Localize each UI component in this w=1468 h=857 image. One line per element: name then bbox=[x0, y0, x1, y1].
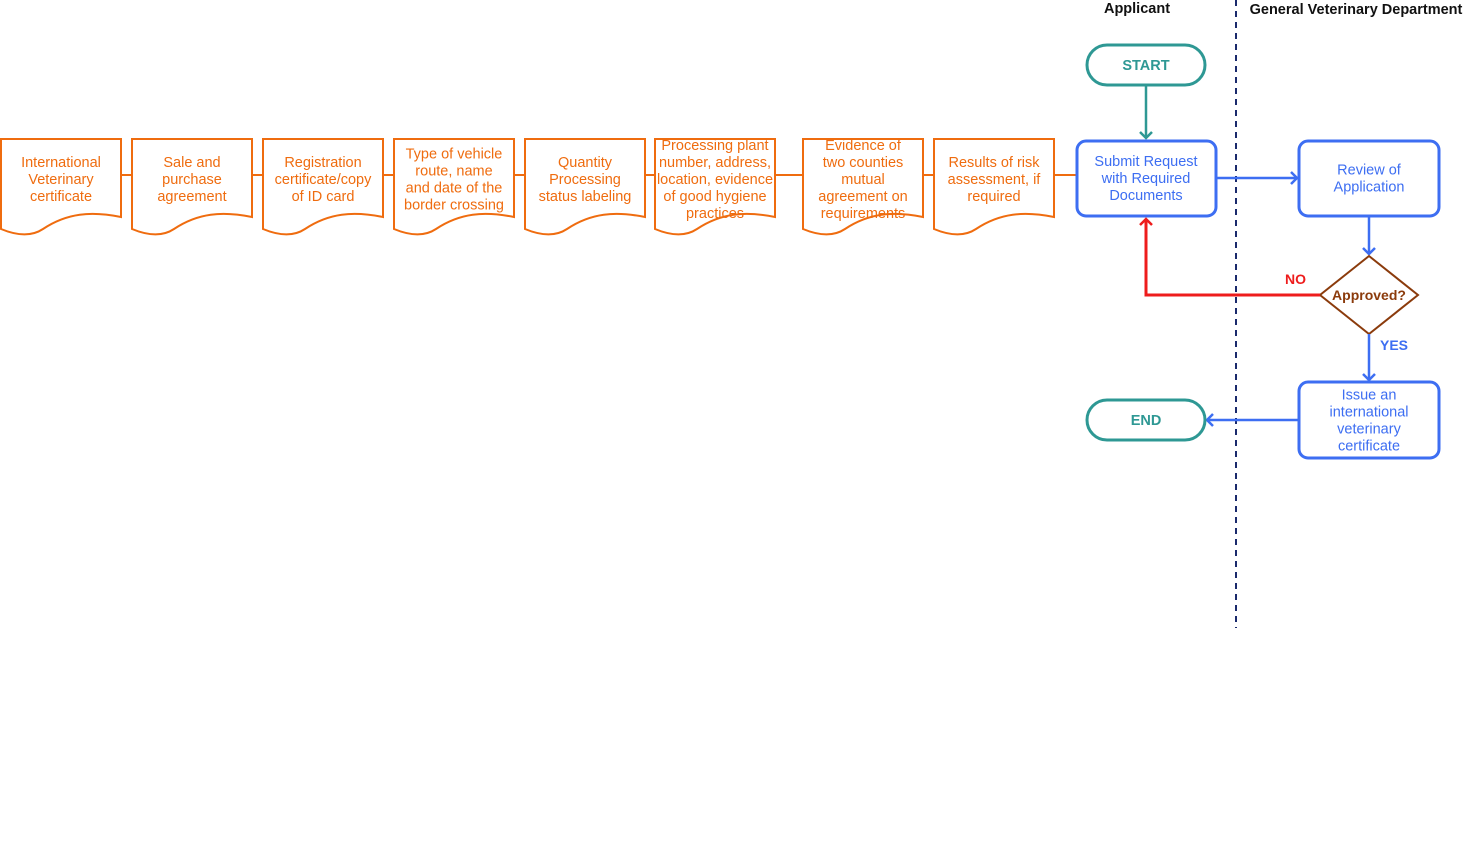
text-line: agreement on bbox=[818, 189, 907, 205]
document-outline bbox=[933, 138, 1055, 236]
text-line: Processing plant bbox=[661, 138, 768, 154]
document-outline bbox=[393, 138, 515, 236]
text-line: two counties bbox=[823, 155, 904, 171]
text-line: certificate bbox=[30, 189, 92, 205]
end-terminal[interactable]: END bbox=[1085, 398, 1207, 442]
text-line: Processing bbox=[549, 172, 621, 188]
no-label: NO bbox=[1285, 271, 1306, 287]
text-line: agreement bbox=[157, 189, 226, 205]
text-line: Veterinary bbox=[28, 172, 94, 188]
text-line: required bbox=[967, 189, 1020, 205]
text-line: Documents bbox=[1109, 188, 1182, 204]
text-line: international bbox=[1330, 405, 1409, 421]
text-line: Type of vehicle bbox=[406, 147, 503, 163]
text-line: practices bbox=[686, 206, 744, 222]
no-path-arrow bbox=[1139, 217, 1320, 297]
yes-label: YES bbox=[1380, 337, 1408, 353]
text-line: Results of risk bbox=[948, 155, 1040, 171]
text-line: Registration bbox=[284, 155, 361, 171]
text-line: purchase bbox=[162, 172, 222, 188]
text-line: Sale and bbox=[163, 155, 220, 171]
text-line: and date of the bbox=[406, 181, 503, 197]
text-line: Submit Request bbox=[1094, 154, 1197, 170]
lane-title-department: General Veterinary Department bbox=[1250, 2, 1463, 18]
text-line: with Required bbox=[1101, 171, 1191, 187]
text-line: border crossing bbox=[404, 198, 504, 214]
text-line: mutual bbox=[841, 172, 885, 188]
text-line: certificate/copy bbox=[275, 172, 372, 188]
lane-title-applicant: Applicant bbox=[1104, 1, 1170, 17]
document-outline bbox=[131, 138, 253, 236]
text-line: Quantity bbox=[558, 155, 613, 171]
text-line: Application bbox=[1334, 180, 1405, 196]
text-line: certificate bbox=[1338, 439, 1400, 455]
text-line: status labeling bbox=[539, 189, 632, 205]
text-line: route, name bbox=[415, 164, 492, 180]
text-line: of ID card bbox=[292, 189, 355, 205]
text-line: of good hygiene bbox=[663, 189, 766, 205]
start-label: START bbox=[1122, 58, 1169, 74]
text-line: number, address, bbox=[659, 155, 771, 171]
end-label: END bbox=[1131, 413, 1162, 429]
document-outline bbox=[802, 138, 924, 236]
approved-decision[interactable]: Approved? bbox=[1318, 254, 1420, 336]
document-outline bbox=[654, 138, 776, 236]
text-line: International bbox=[21, 155, 101, 171]
document-outline bbox=[524, 138, 646, 236]
document-outline bbox=[262, 138, 384, 236]
text-line: Review of bbox=[1337, 163, 1402, 179]
text-line: location, evidence bbox=[657, 172, 773, 188]
text-line: requirements bbox=[821, 206, 906, 222]
text-line: Issue an bbox=[1342, 388, 1397, 404]
start-terminal[interactable]: START bbox=[1085, 43, 1207, 87]
text-line: assessment, if bbox=[948, 172, 1042, 188]
text-line: Evidence of bbox=[825, 138, 902, 154]
text-line: veterinary bbox=[1337, 422, 1401, 438]
document-outline bbox=[0, 138, 122, 236]
approved-decision-label: Approved? bbox=[1332, 287, 1406, 303]
